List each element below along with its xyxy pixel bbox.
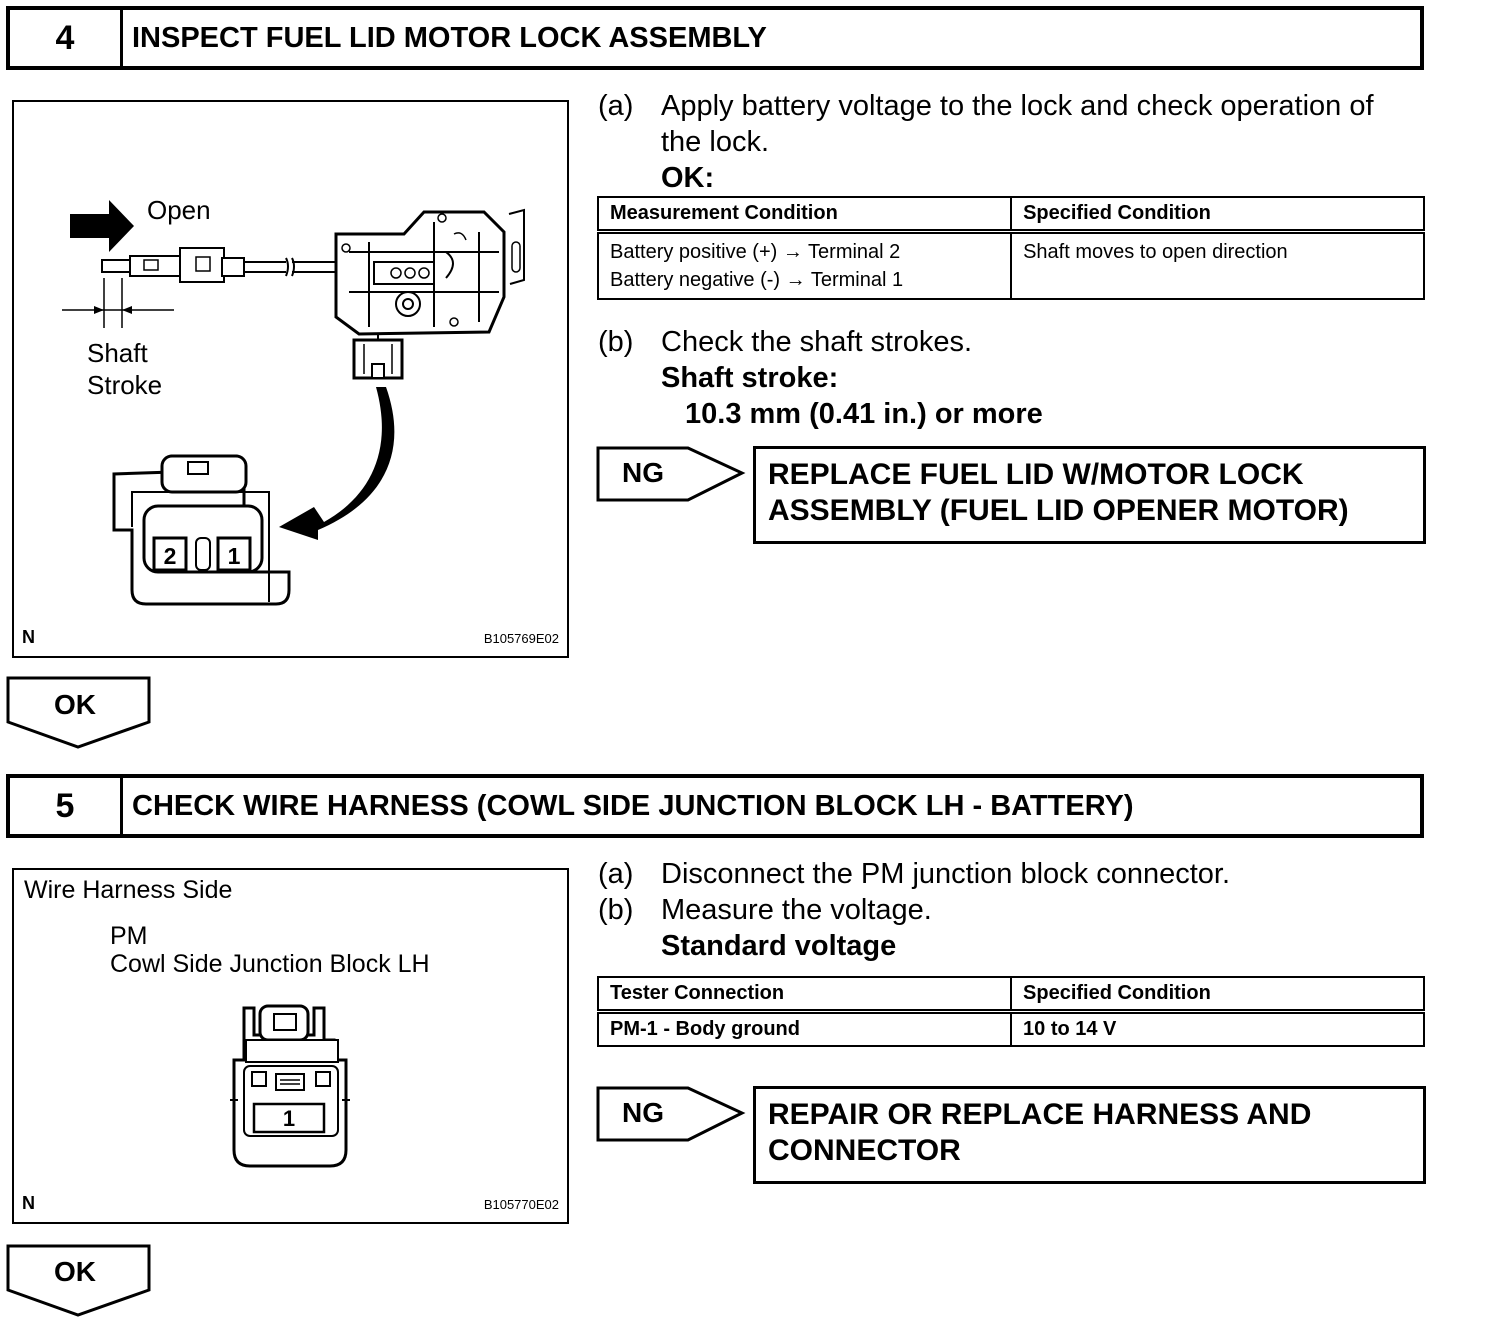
figure-code: B105769E02 bbox=[483, 631, 559, 646]
table-cell: 10 to 14 V bbox=[1010, 1010, 1425, 1047]
step-a-line1: Apply battery voltage to the lock and ch… bbox=[661, 90, 1374, 122]
terminal-2-label: 2 bbox=[164, 543, 177, 569]
measurement-table: Measurement Condition Specified Conditio… bbox=[596, 196, 1425, 300]
terminal-1-label: 1 bbox=[283, 1106, 295, 1131]
stroke-label: Stroke bbox=[87, 370, 163, 400]
figure-corner-mark: N bbox=[22, 1193, 35, 1213]
open-label: Open bbox=[147, 195, 211, 225]
ng-label: NG bbox=[622, 457, 664, 488]
step-b-label: (b) bbox=[598, 326, 634, 358]
ng-arrow-icon bbox=[596, 1086, 746, 1142]
step-a-label: (a) bbox=[598, 858, 634, 890]
step-a-label: (a) bbox=[598, 90, 634, 122]
table-cell: Shaft moves to open direction bbox=[1010, 230, 1425, 300]
ok-criterion-label: OK: bbox=[661, 162, 715, 194]
junction-block-label: Cowl Side Junction Block LH bbox=[110, 950, 430, 978]
step-number: 4 bbox=[10, 10, 123, 66]
figure-code: B105770E02 bbox=[483, 1197, 559, 1212]
table-cell: PM-1 - Body ground bbox=[596, 1010, 1013, 1047]
ng-action-line1: REPLACE FUEL LID W/MOTOR LOCK bbox=[768, 458, 1304, 491]
step-title: CHECK WIRE HARNESS (COWL SIDE JUNCTION B… bbox=[132, 789, 1134, 822]
ok-arrow-icon bbox=[6, 676, 151, 749]
table-header-specified: Specified Condition bbox=[1010, 976, 1425, 1014]
shaft-label: Shaft bbox=[87, 338, 148, 368]
table-header-measurement: Measurement Condition bbox=[596, 196, 1013, 234]
ok-arrow-icon bbox=[6, 1244, 151, 1317]
section-5-header: 5 CHECK WIRE HARNESS (COWL SIDE JUNCTION… bbox=[6, 774, 1424, 838]
ng-label: NG bbox=[622, 1097, 664, 1128]
voltage-table: Tester Connection Specified Condition PM… bbox=[596, 976, 1425, 1047]
standard-voltage-label: Standard voltage bbox=[661, 930, 897, 962]
curved-arrow-icon bbox=[279, 387, 395, 540]
table-header-specified: Specified Condition bbox=[1010, 196, 1425, 234]
ng-action-line1: REPAIR OR REPLACE HARNESS AND bbox=[768, 1098, 1312, 1131]
ng-arrow-icon bbox=[596, 446, 746, 502]
open-arrow-icon bbox=[70, 200, 134, 252]
step-number: 5 bbox=[10, 778, 123, 834]
table-row: Battery positive (+) → Terminal 2 Batter… bbox=[596, 230, 1425, 300]
ng-action-box: REPLACE FUEL LID W/MOTOR LOCK ASSEMBLY (… bbox=[753, 446, 1426, 544]
step-title: INSPECT FUEL LID MOTOR LOCK ASSEMBLY bbox=[132, 21, 767, 54]
step-b-text: Measure the voltage. bbox=[661, 894, 932, 926]
table-row: PM-1 - Body ground 10 to 14 V bbox=[596, 1010, 1425, 1047]
terminal-1-label: 1 bbox=[228, 543, 241, 569]
fuel-lid-lock-figure: 2 1 Open Shaft Stroke N B105769E02 bbox=[12, 100, 569, 658]
table-cell: Battery negative (-) → Terminal 1 bbox=[610, 269, 904, 291]
ok-label: OK bbox=[54, 689, 96, 720]
shaft-stroke-value: 10.3 mm (0.41 in.) or more bbox=[685, 398, 1043, 430]
step-a-text: Disconnect the PM junction block connect… bbox=[661, 858, 1231, 890]
step-b-line1: Check the shaft strokes. bbox=[661, 326, 973, 358]
junction-block-figure: Wire Harness Side PM Cowl Side Junction … bbox=[12, 868, 569, 1224]
pm-connector-illustration: 1 bbox=[230, 1004, 350, 1168]
ng-action-line2: ASSEMBLY (FUEL LID OPENER MOTOR) bbox=[768, 494, 1349, 527]
ok-label: OK bbox=[54, 1256, 96, 1287]
section-4-header: 4 INSPECT FUEL LID MOTOR LOCK ASSEMBLY bbox=[6, 6, 1424, 70]
ng-action-box: REPAIR OR REPLACE HARNESS AND CONNECTOR bbox=[753, 1086, 1426, 1184]
table-header-tester: Tester Connection bbox=[596, 976, 1013, 1014]
lock-assembly-illustration: 2 1 bbox=[62, 200, 525, 606]
step-b-label: (b) bbox=[598, 894, 634, 926]
pm-label: PM bbox=[110, 922, 148, 950]
ng-action-line2: CONNECTOR bbox=[768, 1134, 961, 1167]
step-a-line2: the lock. bbox=[661, 126, 769, 158]
wire-harness-side-label: Wire Harness Side bbox=[24, 876, 233, 904]
shaft-stroke-label: Shaft stroke: bbox=[661, 362, 839, 394]
figure-corner-mark: N bbox=[22, 627, 35, 647]
table-cell: Battery positive (+) → Terminal 2 bbox=[610, 241, 901, 263]
